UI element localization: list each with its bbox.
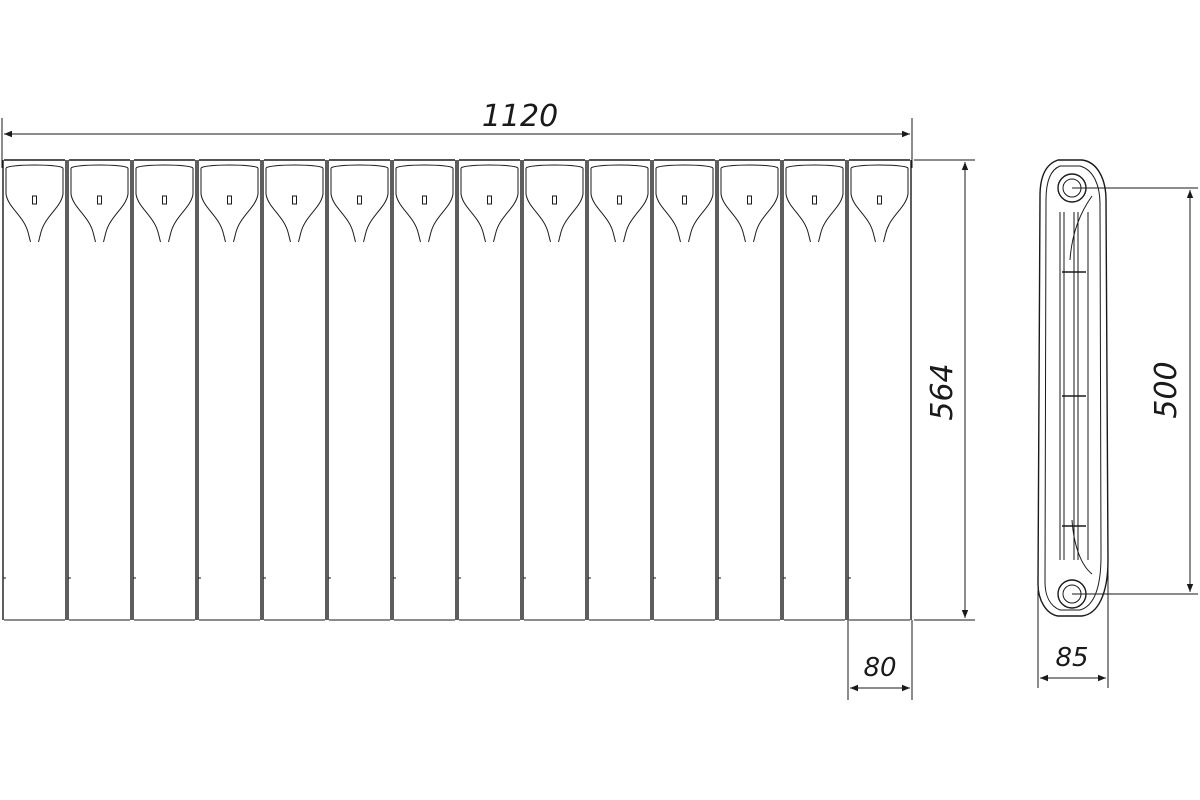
radiator-side-view bbox=[1037, 159, 1109, 617]
axis-distance-dimension: 500 bbox=[1072, 187, 1198, 595]
width-dimension-label: 1120 bbox=[482, 99, 558, 134]
height-dimension: 564 bbox=[914, 159, 975, 621]
radiator-section bbox=[587, 159, 652, 621]
radiator-section bbox=[327, 159, 392, 621]
radiator-section bbox=[67, 159, 132, 621]
radiator-section bbox=[717, 159, 782, 621]
radiator-section bbox=[847, 159, 912, 621]
depth-label: 85 bbox=[1055, 643, 1088, 673]
height-dimension-label: 564 bbox=[925, 363, 960, 420]
radiator-section bbox=[522, 159, 587, 621]
radiator-section bbox=[782, 159, 847, 621]
depth-dimension: 85 bbox=[1037, 568, 1109, 688]
radiator-front-view bbox=[2, 159, 912, 621]
radiator-section bbox=[457, 159, 522, 621]
radiator-section bbox=[2, 159, 67, 621]
radiator-section bbox=[392, 159, 457, 621]
radiator-section bbox=[262, 159, 327, 621]
axis-distance-label: 500 bbox=[1149, 361, 1184, 418]
radiator-section bbox=[132, 159, 197, 621]
radiator-section bbox=[652, 159, 717, 621]
section-width-label: 80 bbox=[863, 653, 896, 683]
radiator-section bbox=[197, 159, 262, 621]
section-width-dimension: 80 bbox=[847, 620, 913, 700]
width-dimension: 1120 bbox=[1, 99, 913, 168]
